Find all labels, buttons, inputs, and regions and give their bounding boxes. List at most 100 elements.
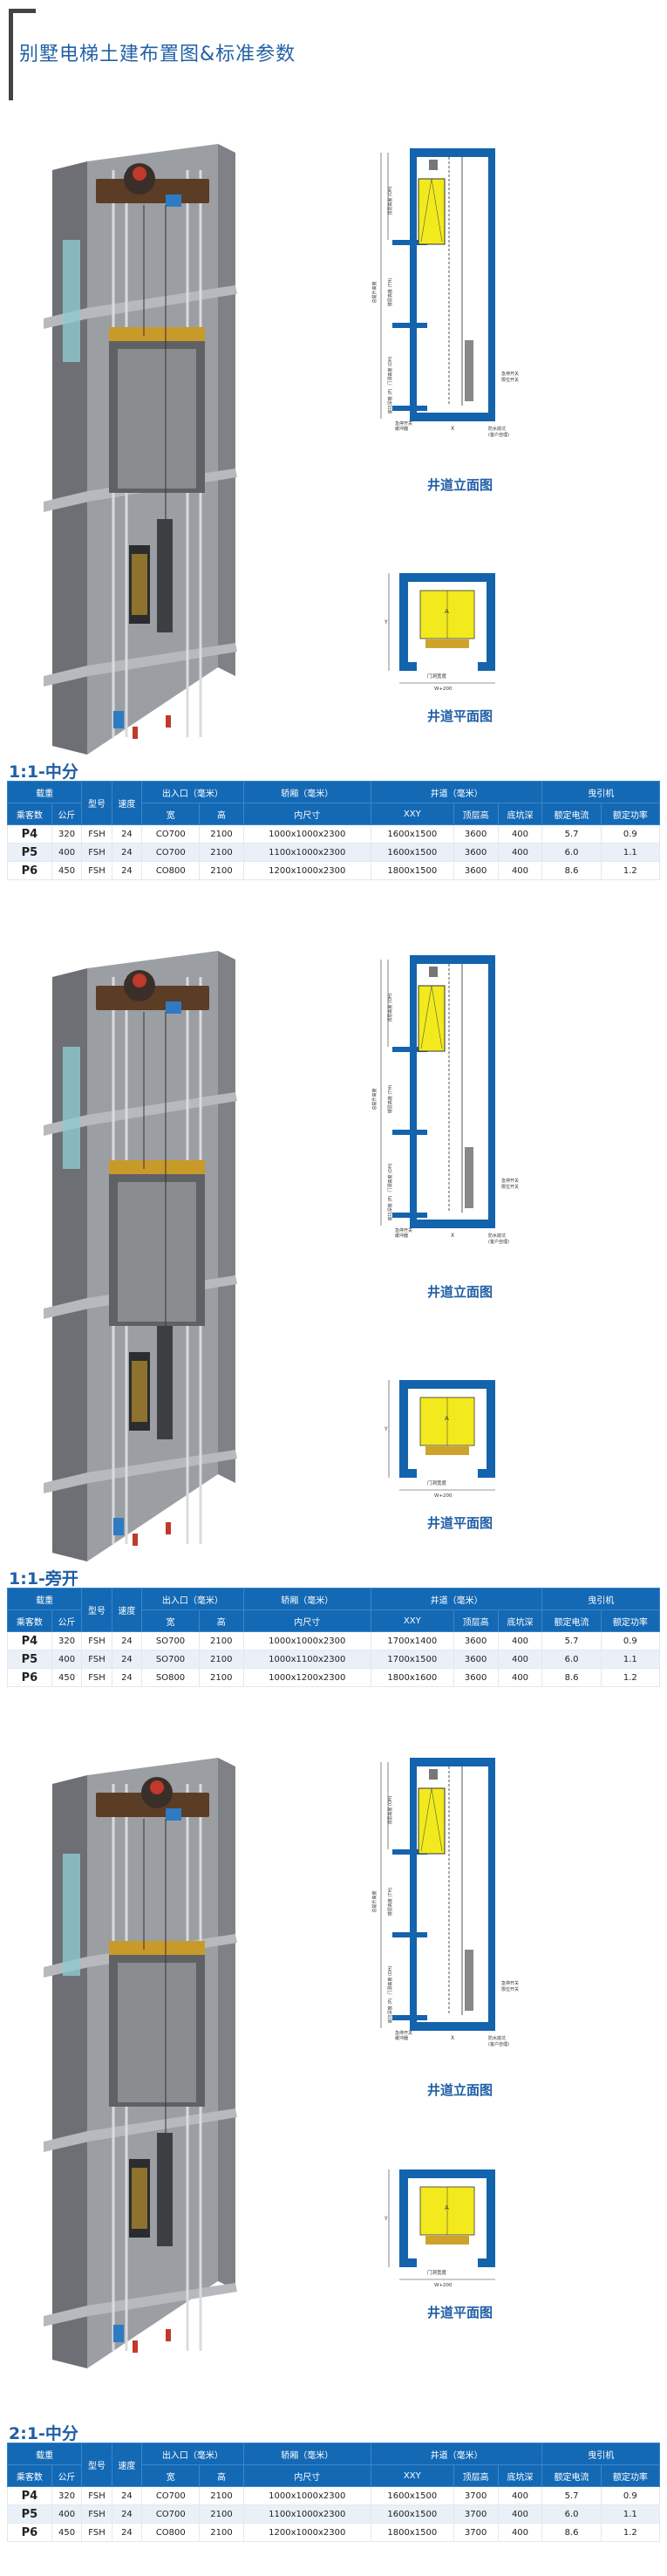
header-rated_current: 额定电流 (541, 803, 602, 825)
cell-current: 8.6 (541, 2523, 602, 2542)
dimension-label-door_height: 门洞高度 (DH) (387, 356, 393, 385)
header-shaft: 井道（毫米） (370, 2443, 543, 2465)
dimension-label-floor_height: 楼层高度 (TH) (387, 1085, 393, 1113)
header-rated_power: 额定功率 (600, 1609, 661, 1632)
header-entrance_w: 宽 (141, 803, 201, 825)
cell-kg: 320 (51, 1631, 83, 1650)
header-shaft_xy: XXY (370, 803, 454, 825)
cell-current: 8.6 (541, 1668, 602, 1687)
header-shaft_oh: 顶层高 (453, 1609, 499, 1632)
header-model: 型号 (81, 1588, 112, 1632)
door-width-label: 门洞宽度 (427, 2269, 447, 2276)
cell-current: 5.7 (541, 1631, 602, 1650)
header-entrance_w: 宽 (141, 2464, 201, 2487)
cell-door-height: 2100 (199, 824, 244, 844)
cell-shaft-pit: 400 (497, 824, 543, 844)
landing-door (63, 1047, 80, 1169)
header-rated_current: 额定电流 (541, 2464, 602, 2487)
dimension-label-top_height: 顶层高度 (OH) (387, 1795, 393, 1824)
cell-shaft-pit: 400 (497, 2486, 543, 2505)
plan-caption: 井道平面图 (427, 1515, 493, 1531)
floor-slab-section (392, 323, 427, 328)
shaft-3d-illustration (44, 951, 237, 1561)
buffer (113, 2325, 124, 2342)
cell-kg: 400 (51, 843, 83, 862)
header-load_persons: 乘客数 (7, 1609, 52, 1632)
cell-shaft-xy: 1700x1400 (370, 1631, 454, 1650)
cell-speed: 24 (111, 1631, 143, 1650)
elevation-caption: 井道立面图 (427, 1284, 493, 1300)
header-car_size: 内尺寸 (242, 803, 371, 825)
bottom-switch-label: 限位开关 (501, 1184, 519, 1190)
header-shaft_pit: 底坑深 (497, 2464, 543, 2487)
y-dimension-label: Y (384, 619, 388, 625)
header-shaft: 井道（毫米） (370, 1588, 543, 1610)
layout-section: 顶层高度 (OH)总提升高度楼层高度 (TH)门洞高度 (DH)底坑深度 (P)… (0, 118, 667, 903)
section-label: 2:1-中分 (9, 2424, 78, 2443)
header-speed: 速度 (111, 781, 143, 825)
cell-speed: 24 (111, 2486, 143, 2505)
x-dimension-label: X (451, 426, 454, 432)
floor-slab-section (392, 1130, 427, 1135)
dimension-label-pit_depth: 底坑深度 (P) (387, 1999, 393, 2024)
cell-shaft-oh: 3700 (453, 2486, 499, 2505)
pit-switch-label: 急停开关 (395, 1227, 412, 1233)
header-rated_current: 额定电流 (541, 1609, 602, 1632)
cell-shaft-xy: 1800x1600 (370, 1668, 454, 1687)
x-dimension-label: X (451, 2035, 454, 2041)
cell-speed: 24 (111, 843, 143, 862)
pit-switch-label: 急停开关 (395, 420, 412, 427)
dimension-label-total_height: 总提升高度 (371, 281, 378, 303)
cell-door: CO800 (141, 2523, 201, 2542)
shaft-3d-wrapper (35, 144, 237, 776)
cell-speed: 24 (111, 861, 143, 880)
cell-car-size: 1100x1000x2300 (242, 2504, 371, 2524)
landing-door (63, 240, 80, 362)
cell-model: P6 (7, 1668, 52, 1687)
header-entrance_h: 高 (199, 2464, 244, 2487)
counterweight (157, 519, 173, 632)
cell-door-height: 2100 (199, 861, 244, 880)
cell-car-size: 1200x1000x2300 (242, 861, 371, 880)
cell-shaft-oh: 3600 (453, 861, 499, 880)
header-load_kg: 公斤 (51, 1609, 83, 1632)
cell-shaft-xy: 1800x1500 (370, 2523, 454, 2542)
cell-type: FSH (81, 1631, 112, 1650)
cell-kg: 400 (51, 2504, 83, 2524)
cell-model: P5 (7, 2504, 52, 2524)
top-switch-label: 急停开关 (501, 1178, 519, 1184)
cell-power: 1.2 (600, 2523, 661, 2542)
cell-door: SO800 (141, 1668, 200, 1687)
cell-power: 0.9 (600, 1631, 661, 1650)
counterweight (157, 2133, 173, 2246)
counterweight (157, 1326, 173, 1439)
cell-shaft-oh: 3600 (453, 1650, 499, 1669)
header-entrance: 出入口（毫米） (141, 781, 244, 803)
cell-type: FSH (81, 2523, 112, 2542)
shaft-elevation-drawing: 顶层高度 (OH)总提升高度楼层高度 (TH)门洞高度 (DH)底坑深度 (P)… (371, 1758, 519, 2047)
header-shaft: 井道（毫米） (370, 781, 543, 803)
customer-label: (客户自理) (488, 1239, 509, 1245)
cell-shaft-pit: 400 (497, 843, 543, 862)
header-rated_power: 额定功率 (600, 2464, 661, 2487)
section-label: 1:1-旁开 (9, 1569, 78, 1589)
buffer (113, 1518, 124, 1535)
cell-current: 5.7 (541, 2486, 602, 2505)
header-shaft_xy: XXY (370, 2464, 454, 2487)
cell-type: FSH (81, 2504, 112, 2524)
header-entrance_h: 高 (198, 1609, 244, 1632)
cell-door-height: 2100 (198, 1631, 244, 1650)
header-car: 轿厢（毫米） (242, 1588, 371, 1610)
cell-shaft-oh: 3600 (453, 843, 499, 862)
header-speed: 速度 (111, 2443, 143, 2487)
cell-shaft-pit: 400 (497, 2523, 543, 2542)
y-dimension-label: Y (384, 2216, 388, 2222)
cell-model: P4 (7, 1631, 52, 1650)
cell-shaft-xy: 1600x1500 (370, 843, 454, 862)
cell-door: SO700 (141, 1650, 200, 1669)
waterproof-label: 防水底坑 (488, 1233, 506, 1239)
